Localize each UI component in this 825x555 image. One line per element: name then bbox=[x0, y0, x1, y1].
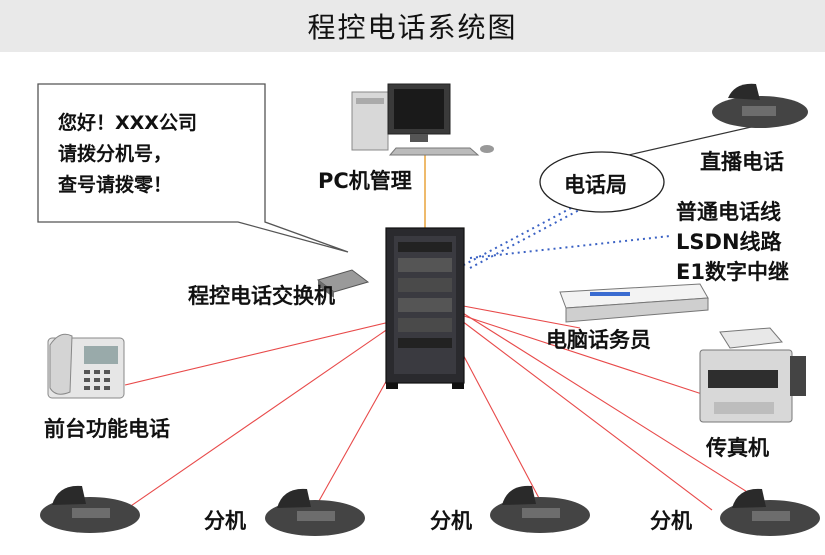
label-ext-1: 分机 bbox=[204, 509, 246, 533]
label-ext-2: 分机 bbox=[430, 509, 472, 533]
operator-device-icon bbox=[559, 283, 709, 323]
link-ext-4 bbox=[457, 317, 713, 511]
link-isdn bbox=[469, 235, 671, 259]
label-ext-3: 分机 bbox=[650, 509, 692, 533]
label-line-e1: E1数字中继 bbox=[676, 260, 789, 284]
link-ext-3 bbox=[449, 329, 541, 501]
label-operator: 电脑话务员 bbox=[546, 328, 651, 352]
pc-icon bbox=[351, 83, 494, 156]
label-pc: PC机管理 bbox=[318, 169, 412, 193]
fax-machine-icon bbox=[699, 327, 806, 423]
link-exchange-b bbox=[469, 199, 599, 269]
link-front-desk bbox=[124, 319, 399, 386]
label-exchange: 电话局 bbox=[564, 173, 627, 197]
greeting-line-1: 您好！XXX公司 bbox=[58, 112, 197, 134]
exchange-ellipse bbox=[539, 151, 665, 213]
link-ext-1 bbox=[124, 321, 399, 511]
extension-phone-icon-4 bbox=[720, 488, 820, 536]
title-bar: 程控电话系统图 bbox=[0, 0, 825, 52]
greeting-line-3: 查号请拨零！ bbox=[58, 174, 173, 196]
label-line-ordinary: 普通电话线 bbox=[676, 200, 781, 224]
speech-bubble bbox=[37, 83, 349, 253]
label-line-isdn: LSDN线路 bbox=[676, 230, 782, 254]
page-title: 程控电话系统图 bbox=[307, 11, 518, 44]
link-fax bbox=[457, 313, 706, 396]
label-direct-line: 直播电话 bbox=[700, 150, 784, 174]
front-desk-phone-icon bbox=[47, 333, 125, 399]
label-pbx: 程控电话交换机 bbox=[188, 284, 335, 308]
pbx-cabinet-icon bbox=[385, 227, 465, 389]
switch-box-icon bbox=[316, 269, 370, 298]
extension-phone-icon-2 bbox=[265, 488, 365, 536]
link-ext-5 bbox=[457, 309, 769, 506]
link-exchange-a bbox=[457, 197, 591, 269]
direct-phone-icon bbox=[712, 83, 808, 128]
extension-phone-icon-1 bbox=[40, 485, 140, 533]
greeting-text: 您好！XXX公司 请拨分机号， 查号请拨零！ bbox=[58, 108, 258, 201]
link-operator bbox=[457, 304, 581, 329]
extension-phone-icon-3 bbox=[490, 485, 590, 533]
greeting-line-2: 请拨分机号， bbox=[58, 143, 173, 165]
label-front-desk: 前台功能电话 bbox=[44, 417, 170, 441]
label-fax: 传真机 bbox=[706, 436, 769, 460]
